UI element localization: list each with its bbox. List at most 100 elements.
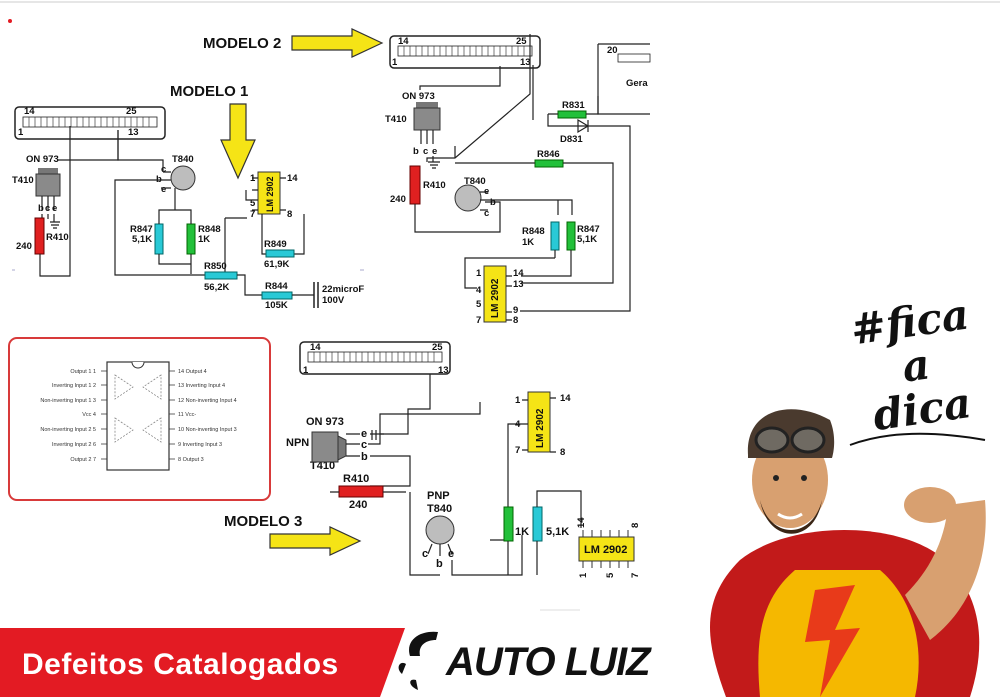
svg-text:R410: R410 (423, 180, 446, 191)
svg-text:14: 14 (560, 393, 571, 404)
svg-text:b: b (38, 203, 44, 214)
m2-chip (483, 265, 507, 323)
svg-text:T840: T840 (427, 503, 452, 515)
m2-t410 (413, 107, 441, 131)
m2-r848 (550, 221, 560, 251)
svg-text:240: 240 (390, 194, 406, 205)
pinout-left-label: Inverting Input 2 6 (52, 442, 96, 448)
pinout-left-label: Non-inverting Input 1 3 (40, 398, 96, 404)
svg-text:R846: R846 (537, 149, 560, 160)
shirt-bolt (805, 585, 860, 697)
svg-text:7: 7 (630, 573, 641, 578)
modelo-3-schematic: 14 25 1 13 ON 973 NPN T410 e c b R410 24… (224, 341, 641, 611)
modelo-2-schematic: MODELO 2 14 25 1 13 20 Gera ON 973 T410 … (203, 28, 651, 326)
svg-text:4: 4 (476, 285, 482, 296)
goggle-right (790, 426, 826, 454)
raised-arm (905, 500, 986, 640)
svg-text:14: 14 (287, 173, 298, 184)
svg-text:LM 2902: LM 2902 (490, 278, 501, 318)
svg-text:c: c (45, 203, 50, 214)
svg-text:R847: R847 (577, 224, 600, 235)
svg-text:b: b (361, 451, 368, 463)
svg-text:8: 8 (630, 523, 641, 528)
svg-text:R849: R849 (264, 239, 287, 250)
pinout-left-label: Output 2 7 (70, 457, 96, 463)
m2-r847 (566, 221, 576, 251)
pinout-left-label: Non-inverting Input 2 5 (40, 427, 96, 433)
svg-text:R850: R850 (204, 261, 227, 272)
svg-text:5: 5 (605, 572, 616, 578)
m3-t840 (425, 515, 455, 545)
svg-text:1: 1 (578, 572, 589, 578)
svg-text:8: 8 (513, 315, 518, 326)
svg-text:100V: 100V (322, 295, 345, 306)
svg-text:1: 1 (303, 365, 309, 376)
svg-text:R844: R844 (265, 281, 288, 292)
modelo-1-heading: MODELO 1 (170, 83, 248, 100)
modelo-2-arrow (291, 28, 383, 58)
m1-chip (257, 171, 281, 215)
bottom-banner (0, 628, 405, 697)
pinout-right-label: 10 Non-inverting Input 3 (178, 427, 237, 433)
m3-r410 (338, 485, 384, 498)
m1-pin25: 25 (126, 106, 137, 117)
red-dot (8, 19, 12, 23)
svg-text:T410: T410 (310, 460, 335, 472)
svg-text:22microF: 22microF (322, 284, 364, 295)
m1-on973-label: ON 973 (26, 154, 59, 165)
svg-text:5: 5 (476, 299, 482, 310)
modelo-1-arrow (220, 103, 256, 180)
m1-pin14: 14 (24, 106, 35, 117)
m1-r847 (154, 223, 164, 255)
m1-r849 (265, 249, 295, 258)
svg-text:b: b (413, 146, 419, 157)
svg-text:R831: R831 (562, 100, 585, 111)
svg-text:LM 2902: LM 2902 (535, 408, 546, 448)
svg-text:ON 973: ON 973 (306, 416, 344, 428)
svg-text:PNP: PNP (427, 490, 450, 502)
m1-t840 (170, 165, 196, 191)
svg-text:c: c (484, 208, 489, 219)
svg-text:T840: T840 (464, 176, 486, 187)
svg-text:D831: D831 (560, 134, 583, 145)
svg-text:5: 5 (250, 198, 256, 209)
svg-text:14: 14 (576, 517, 587, 528)
modelo-2-heading: MODELO 2 (203, 35, 281, 52)
svg-text:14: 14 (398, 36, 409, 47)
svg-text:25: 25 (516, 36, 527, 47)
svg-text:R848: R848 (522, 226, 545, 237)
svg-text:240: 240 (349, 499, 367, 511)
svg-text:61,9K: 61,9K (264, 259, 289, 270)
svg-text:b: b (436, 558, 443, 570)
svg-text:1: 1 (392, 57, 398, 68)
svg-text:8: 8 (287, 209, 292, 220)
modelo-1-connector (14, 106, 166, 140)
svg-text:1: 1 (476, 268, 482, 279)
svg-text:T410: T410 (385, 114, 407, 125)
pinout-right-label: 12 Non-inverting Input 4 (178, 398, 237, 404)
m2-t840 (454, 184, 482, 212)
svg-text:1: 1 (515, 395, 521, 406)
modelo-3-connector (299, 341, 451, 375)
m2-r831 (557, 110, 587, 119)
beard (760, 500, 822, 534)
svg-text:8: 8 (560, 447, 565, 458)
pinout-left-label: Vcc 4 (82, 412, 96, 418)
pinout-right-label: 8 Output 3 (178, 457, 204, 463)
pinout-left-label: Inverting Input 1 2 (52, 383, 96, 389)
svg-text:7: 7 (476, 315, 481, 326)
svg-text:R847: R847 (130, 224, 153, 235)
svg-text:13: 13 (520, 57, 531, 68)
svg-text:5,1K: 5,1K (132, 234, 152, 245)
m1-t410-label: T410 (12, 175, 34, 186)
pinout-right-label: 14 Output 4 (178, 369, 207, 375)
m2-r846 (534, 159, 564, 168)
m2-r410 (409, 165, 421, 205)
svg-text:1: 1 (250, 173, 256, 184)
svg-text:R410: R410 (343, 473, 369, 485)
modelo-1-schematic: MODELO 1 14 25 1 13 ON 973 T410 b c e R4… (12, 83, 364, 311)
m3-t410 (311, 431, 339, 463)
